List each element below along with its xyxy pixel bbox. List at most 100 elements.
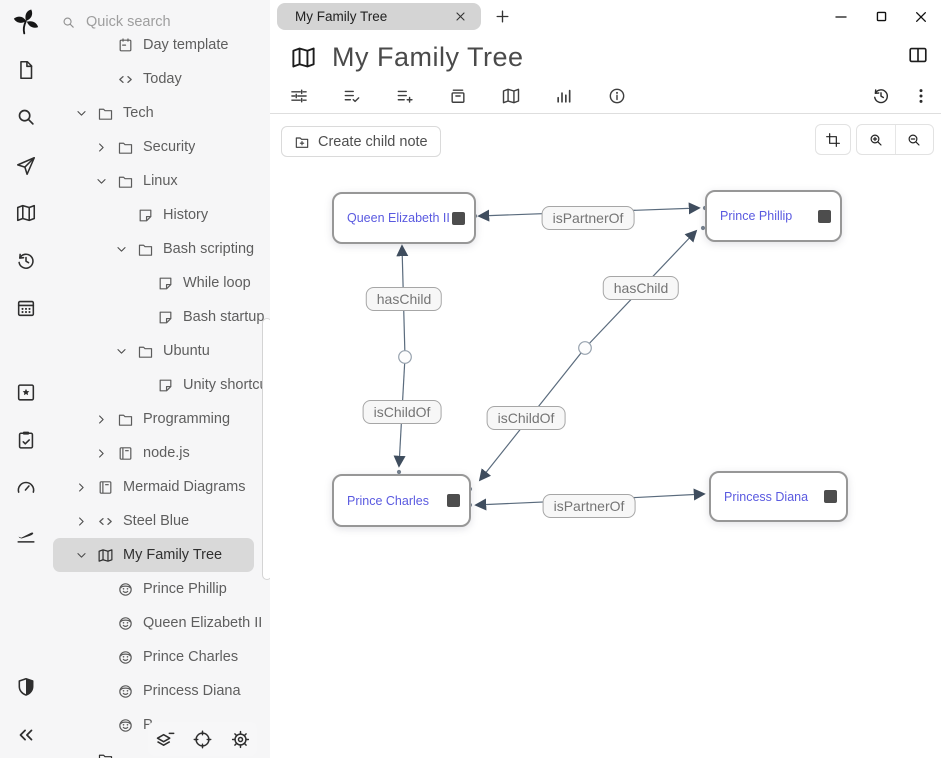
- chevron-down-icon[interactable]: [75, 107, 97, 120]
- relation-label-ischildof[interactable]: isChildOf: [486, 406, 566, 430]
- shield-icon[interactable]: [11, 672, 41, 702]
- trilium-logo-icon[interactable]: [11, 7, 41, 37]
- tree-item-ubuntu[interactable]: Ubuntu: [53, 334, 270, 368]
- node-label[interactable]: Princess Diana: [724, 489, 809, 504]
- search-icon[interactable]: [11, 102, 41, 132]
- edge-midpoint-handle[interactable]: [578, 341, 592, 355]
- tree-item-mermaid-diagrams[interactable]: Mermaid Diagrams: [53, 470, 270, 504]
- node-label[interactable]: Prince Charles: [347, 493, 429, 508]
- map-node-prince-phillip[interactable]: Prince Phillip: [705, 190, 842, 242]
- open-map-icon[interactable]: [11, 198, 41, 228]
- node-drag-handle[interactable]: [824, 490, 837, 503]
- tree-action-buttons: [148, 722, 257, 756]
- create-child-note-button[interactable]: Create child note: [281, 126, 441, 157]
- edge-midpoint-handle[interactable]: [398, 350, 412, 364]
- chevron-right-icon[interactable]: [95, 141, 117, 154]
- relation-label-haschild[interactable]: hasChild: [365, 287, 443, 311]
- note-stats-icon[interactable]: [554, 86, 574, 106]
- reset-pan-zoom-button[interactable]: [815, 124, 851, 155]
- tree-item-steel-blue[interactable]: Steel Blue: [53, 504, 270, 538]
- scroll-to-active-note-icon[interactable]: [192, 729, 213, 750]
- tree-item-partial[interactable]: P: [53, 708, 270, 742]
- expander-spacer: [115, 209, 137, 222]
- tree-item-label: Ubuntu: [163, 343, 210, 359]
- split-pane-icon[interactable]: [907, 44, 929, 66]
- relation-map-canvas[interactable]: isPartnerOf hasChild isChildOf hasChild …: [270, 114, 941, 758]
- relation-label-ischildof[interactable]: isChildOf: [362, 400, 442, 424]
- tree-item-my-family-tree[interactable]: My Family Tree: [53, 538, 254, 572]
- add-attribute-icon[interactable]: [395, 86, 415, 106]
- jump-to-note-icon[interactable]: [11, 151, 41, 181]
- tree-item-history[interactable]: History: [53, 198, 270, 232]
- bookmarks-icon[interactable]: [11, 377, 41, 407]
- tree-item-security[interactable]: Security: [53, 130, 270, 164]
- tree-item-prince-phillip[interactable]: Prince Phillip: [53, 572, 270, 606]
- list-check-icon[interactable]: [342, 86, 362, 106]
- tree-item-nodejs[interactable]: node.js: [53, 436, 270, 470]
- new-note-icon[interactable]: [11, 55, 41, 85]
- minimize-icon[interactable]: [821, 0, 861, 33]
- ribbon-right: [871, 78, 941, 113]
- relation-map-icon[interactable]: [501, 86, 521, 106]
- expander-spacer: [75, 753, 97, 758]
- node-label[interactable]: Queen Elizabeth II: [347, 211, 450, 225]
- chevron-right-icon[interactable]: [75, 481, 97, 494]
- tree-item-queen-elizabeth[interactable]: Queen Elizabeth II: [53, 606, 270, 640]
- info-icon[interactable]: [607, 86, 627, 106]
- relation-label-haschild[interactable]: hasChild: [602, 276, 680, 300]
- folder-plus-icon: [295, 136, 309, 148]
- more-menu-kebab-icon[interactable]: [911, 86, 931, 106]
- note-tree-panel: Quick search Day template Today Tech Sec…: [53, 0, 272, 758]
- note-info-icon[interactable]: [448, 86, 468, 106]
- map-node-prince-charles[interactable]: Prince Charles: [332, 474, 471, 527]
- tree-item-bash-scripting[interactable]: Bash scripting: [53, 232, 270, 266]
- map-node-princess-diana[interactable]: Princess Diana: [709, 471, 848, 522]
- note-revisions-icon[interactable]: [871, 86, 891, 106]
- node-drag-handle[interactable]: [452, 211, 465, 225]
- node-label[interactable]: Prince Phillip: [720, 209, 793, 223]
- chevron-down-icon[interactable]: [75, 549, 97, 562]
- maximize-icon[interactable]: [861, 0, 901, 33]
- tab-close-icon[interactable]: [454, 10, 467, 23]
- chevron-down-icon[interactable]: [115, 345, 137, 358]
- tree-item-day-template[interactable]: Day template: [53, 33, 270, 62]
- chevron-right-icon[interactable]: [95, 447, 117, 460]
- tree-scroll-area[interactable]: Day template Today Tech Security Linux H…: [53, 33, 270, 758]
- collapse-panel-icon[interactable]: [11, 720, 41, 750]
- relation-label-ispartnerof[interactable]: isPartnerOf: [542, 494, 636, 518]
- quick-search[interactable]: Quick search: [53, 8, 171, 36]
- tree-item-unity-shortcuts[interactable]: Unity shortcuts: [53, 368, 270, 402]
- close-icon[interactable]: [901, 0, 941, 33]
- tree-item-prince-charles[interactable]: Prince Charles: [53, 640, 270, 674]
- map-node-queen-elizabeth[interactable]: Queen Elizabeth II: [332, 192, 476, 244]
- zoom-in-icon: [870, 134, 882, 146]
- chevron-down-icon[interactable]: [115, 243, 137, 256]
- basic-properties-icon[interactable]: [289, 86, 309, 106]
- relation-label-ispartnerof[interactable]: isPartnerOf: [541, 206, 635, 230]
- node-drag-handle[interactable]: [447, 494, 460, 507]
- collapse-subtree-icon[interactable]: [154, 729, 175, 750]
- zoom-out-button[interactable]: [896, 125, 934, 154]
- chevron-right-icon[interactable]: [95, 413, 117, 426]
- tree-item-tech[interactable]: Tech: [53, 96, 270, 130]
- chevron-down-icon[interactable]: [95, 175, 117, 188]
- new-tab-plus-icon[interactable]: [494, 8, 511, 25]
- calendar-icon[interactable]: [11, 293, 41, 323]
- task-list-icon[interactable]: [11, 425, 41, 455]
- zoom-in-button[interactable]: [857, 125, 896, 154]
- chevron-right-icon[interactable]: [75, 515, 97, 528]
- tree-item-linux[interactable]: Linux: [53, 164, 270, 198]
- dashboard-icon[interactable]: [11, 473, 41, 503]
- tree-settings-gear-icon[interactable]: [230, 729, 251, 750]
- travel-icon[interactable]: [11, 520, 41, 550]
- node-drag-handle[interactable]: [818, 209, 831, 223]
- tree-item-princess-diana[interactable]: Princess Diana: [53, 674, 270, 708]
- tree-item-while-loop[interactable]: While loop: [53, 266, 270, 300]
- recent-changes-icon[interactable]: [11, 246, 41, 276]
- tree-item-today[interactable]: Today: [53, 62, 270, 96]
- page-title[interactable]: My Family Tree: [332, 41, 524, 72]
- tree-item-bash-startup[interactable]: Bash startup: [53, 300, 270, 334]
- calendar-note-icon: [119, 37, 132, 51]
- tab-my-family-tree[interactable]: My Family Tree: [277, 3, 481, 30]
- tree-item-programming[interactable]: Programming: [53, 402, 270, 436]
